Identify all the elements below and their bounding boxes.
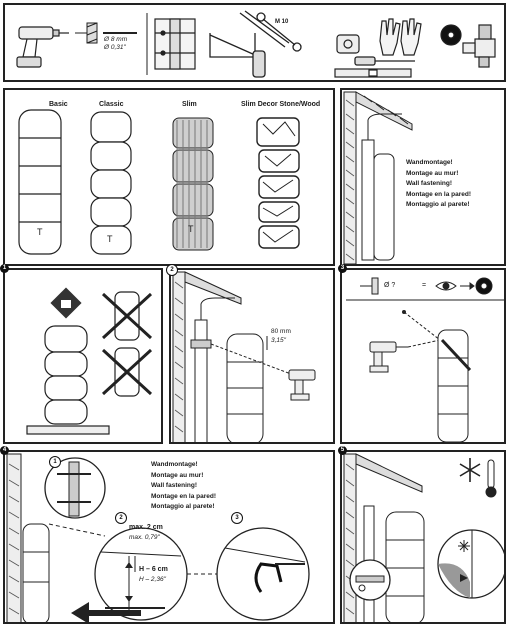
- step5-marker: 5: [338, 446, 347, 455]
- svg-text:T: T: [188, 224, 194, 234]
- step4-illustration: [6, 453, 310, 622]
- step4-h-cm: H – 6 cm: [139, 566, 168, 573]
- step4-sub-marker-1: 1: [49, 456, 61, 468]
- models-illustration: T T T: [18, 109, 300, 255]
- thermometer-icon: [485, 459, 497, 498]
- detail-circle-winter-left: [349, 559, 391, 601]
- tank-slim-icon: T: [172, 117, 214, 251]
- model-label-slim: Slim: [182, 101, 197, 108]
- rasp-icon: [239, 10, 290, 48]
- step4-max-in: max. 0,79": [129, 534, 160, 541]
- snowflake-icon: [459, 458, 481, 482]
- wrench-icon: [256, 12, 302, 52]
- model-label-basic: Basic: [49, 101, 68, 108]
- wall-mount-panel: Wandmontage! Montage au mur! Wall fasten…: [340, 88, 506, 266]
- model-label-classic: Classic: [99, 101, 124, 108]
- cordless-drill-icon: [16, 26, 69, 68]
- step4-max-cm: max. 2 cm: [129, 524, 163, 531]
- step4-wall-fastening-text: Wandmontage! Montage au mur! Wall fasten…: [151, 460, 216, 513]
- step1-illustration: [26, 287, 153, 435]
- step1-panel: [3, 268, 163, 444]
- spirit-level-icon: [334, 68, 412, 78]
- seal-ring-icon: [440, 24, 462, 46]
- wall-drill-symbol-icon: [75, 22, 98, 44]
- tank-classic-icon: T: [90, 111, 132, 255]
- wall-fastening-en: Wall fastening!: [406, 180, 452, 187]
- step4-sub-marker-3: 3: [231, 512, 243, 524]
- step5-panel: [340, 450, 506, 624]
- outlet-tap-icon: [462, 24, 496, 68]
- step5-illustration: [343, 453, 504, 622]
- warning-weight-icon: [50, 287, 82, 319]
- wall-fastening-es: Montage en la pared!: [406, 190, 472, 198]
- step4-wall-fastening-de: Wandmontage!: [151, 461, 198, 468]
- step4-panel: Wandmontage! Montage au mur! Wall fasten…: [3, 450, 335, 624]
- arrow-right-icon: [460, 282, 475, 290]
- step2-height-in: 3,15": [271, 337, 286, 344]
- step3-marker: 3: [338, 264, 347, 273]
- wrong-install-icon: [101, 291, 153, 397]
- measure-hole-icon: [360, 277, 379, 295]
- detail-circle-winter-right: [437, 529, 504, 599]
- step2-marker: 2: [166, 264, 178, 276]
- arrow-left-icon: [71, 602, 141, 622]
- step4-wall-fastening-it: Montaggio al parete!: [151, 503, 215, 510]
- tank-slim-decor-icon: [256, 117, 300, 249]
- wall-fastening-fr: Montage au mur!: [406, 169, 459, 177]
- step1-marker: 1: [0, 264, 9, 273]
- eye-icon: [435, 281, 457, 291]
- hacksaw-icon: [209, 33, 266, 78]
- detail-circle-3: [216, 527, 310, 621]
- drill-icon: [288, 369, 316, 401]
- detail-circle-2: [94, 527, 188, 621]
- gloves-icon: [379, 18, 422, 56]
- step4-wall-fastening-en: Wall fastening!: [151, 482, 197, 489]
- step2-height-mm: 80 mm: [271, 328, 291, 335]
- step2-panel: 80 mm 3,15": [169, 268, 335, 444]
- tank-basic-icon: T: [18, 109, 62, 255]
- wall-mount-illustration: [343, 91, 413, 264]
- svg-text:T: T: [107, 234, 113, 244]
- screwdriver-icon: [354, 56, 415, 66]
- seal-target-icon: [475, 277, 493, 295]
- model-label-slim-decor: Slim Decor Stone/Wood: [241, 101, 321, 108]
- tools-illustration: [16, 10, 496, 78]
- screws-dowels-icon: [154, 18, 196, 70]
- drill-bit-mm: Ø 8 mm: [104, 36, 128, 43]
- drill-icon: [369, 341, 408, 373]
- step4-sub-marker-2: 2: [115, 512, 127, 524]
- tools-panel: Ø 8 mm Ø 0,31" M 10: [3, 3, 506, 82]
- models-panel: T T T B: [3, 88, 335, 266]
- detail-circle-1: [44, 457, 106, 519]
- step4-wall-fastening-fr: Montage au mur!: [151, 471, 204, 479]
- wall-fastening-text: Wandmontage! Montage au mur! Wall fasten…: [406, 158, 471, 211]
- wall-fastening-de: Wandmontage!: [406, 159, 453, 166]
- drill-bit-in: Ø 0,31": [104, 44, 126, 51]
- step3-panel: Ø ? =: [340, 268, 506, 444]
- tank-on-level-icon: [26, 325, 110, 435]
- step3-equals: =: [422, 282, 427, 289]
- step3-hole-query: Ø ?: [384, 282, 396, 289]
- wrench-size-label: M 10: [275, 19, 289, 25]
- step4-wall-fastening-es: Montage en la pared!: [151, 492, 217, 500]
- step4-h-in: H – 2,36": [139, 576, 166, 583]
- step3-illustration: [346, 277, 504, 442]
- tape-measure-icon: [336, 34, 360, 54]
- step4-marker: 4: [0, 446, 9, 455]
- svg-text:T: T: [37, 227, 43, 237]
- wall-fastening-it: Montaggio al parete!: [406, 201, 470, 208]
- step2-illustration: [172, 271, 316, 442]
